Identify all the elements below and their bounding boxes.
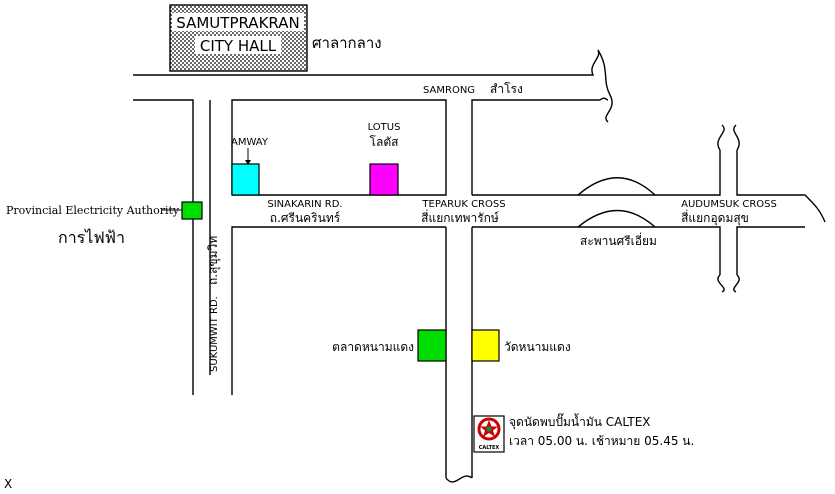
city-hall-thai: ศาลากลาง (312, 34, 382, 52)
amway-arrowhead (245, 160, 251, 165)
pea-label-thai: การไฟฟ้า (58, 228, 125, 247)
samrong-label: SAMRONG (423, 85, 475, 96)
caltex-brand: CALTEX (479, 445, 500, 451)
market-marker (417, 329, 447, 362)
amway-marker (231, 163, 260, 196)
corner-mark: X (4, 477, 12, 491)
samrong-label-thai: สำโรง (490, 82, 523, 96)
lotus-label-thai: โลตัส (370, 135, 400, 149)
sinakarin-label-thai: ถ.ศรีนครินทร์ (270, 211, 341, 225)
caltex-meeting-point: จุดนัดพบปั๊มน้ำมัน CALTEX (509, 413, 651, 430)
temple-marker (471, 329, 500, 362)
sukumwit-label-thai: ถ.สุขุมวิท (206, 236, 221, 285)
pea-marker (181, 201, 203, 220)
sukumwit-label: SUKUMWIT RD. (209, 296, 220, 372)
bridge-label-thai: สะพานศรีเอี่ยม (580, 232, 657, 248)
amway-label: AMWAY (231, 137, 269, 148)
lotus-marker (369, 163, 399, 196)
temple-label: วัดหนามแดง (504, 340, 571, 354)
teparuk-label-thai: สี่แยกเทพารักษ์ (421, 209, 499, 225)
pea-label: Provincial Electricity Authority (6, 204, 180, 217)
teparuk-roads (445, 124, 826, 483)
caltex-logo: CALTEX (473, 415, 505, 453)
city-hall-name-1: SAMUTPRAKRAN (176, 14, 299, 32)
audumsuk-label-thai: สี่แยกอุดมสุข (681, 209, 749, 226)
caltex-time: เวลา 05.00 น. เช้าหมาย 05.45 น. (509, 434, 694, 448)
market-label: ตลาดหนามแดง (332, 340, 414, 354)
teparuk-label: TEPARUK CROSS (421, 199, 505, 210)
city-hall-name-2: CITY HALL (200, 37, 277, 55)
lotus-label: LOTUS (368, 122, 401, 133)
sinakarin-label: SINAKARIN RD. (267, 199, 342, 210)
audumsuk-label: AUDUMSUK CROSS (681, 199, 777, 210)
